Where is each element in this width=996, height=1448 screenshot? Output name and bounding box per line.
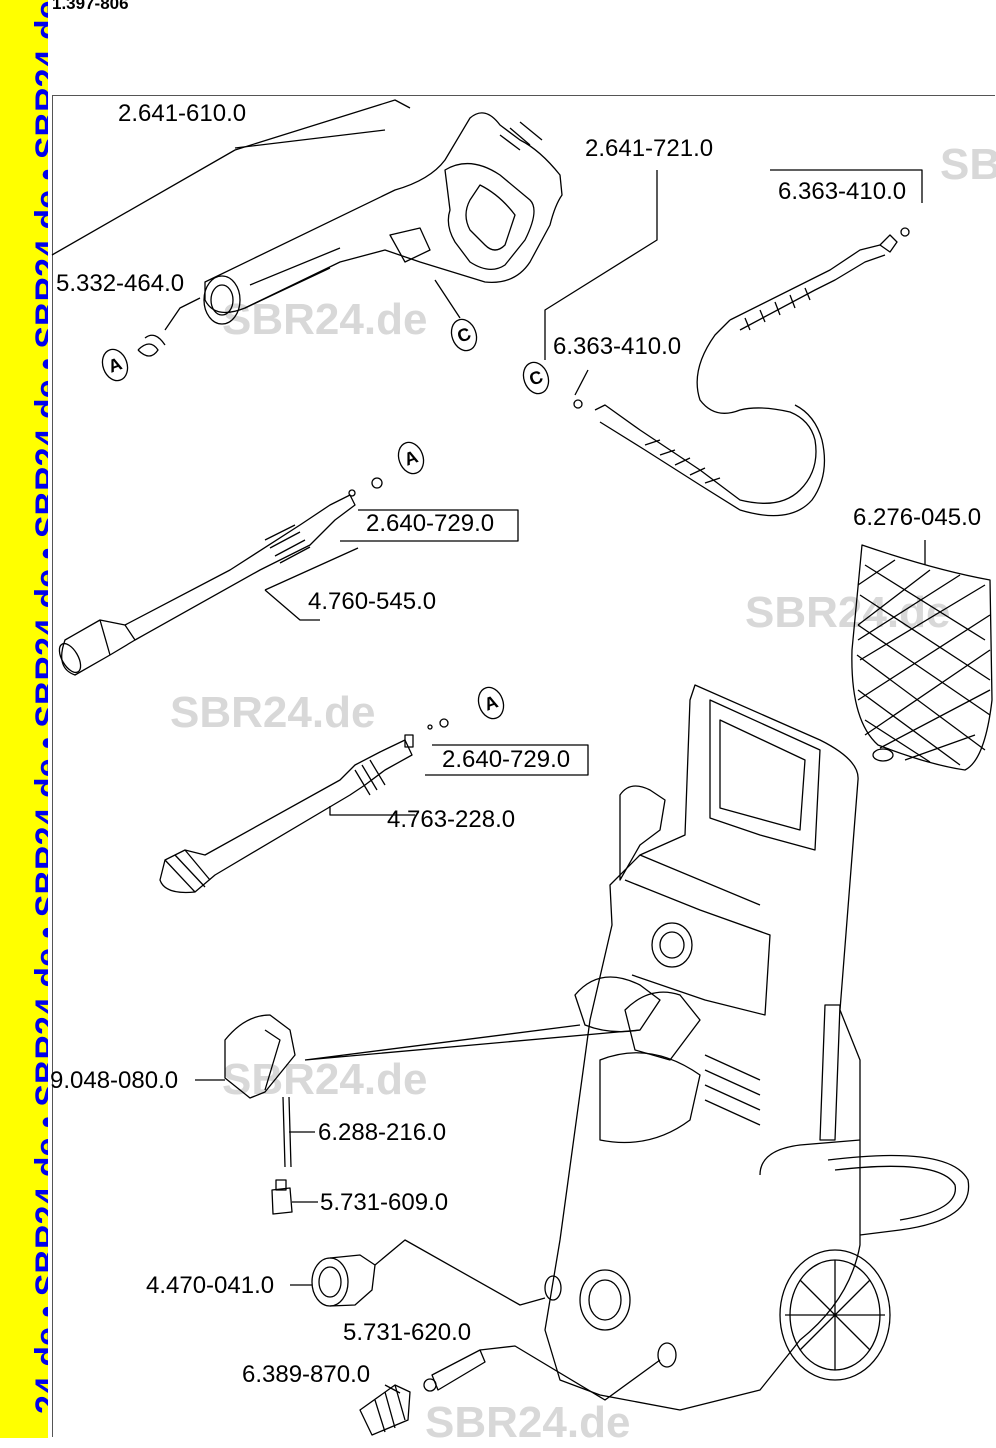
- part-label: 4.470-041.0: [146, 1272, 275, 1299]
- storage-net-drawing: [851, 544, 993, 771]
- watermark: SB: [940, 140, 996, 189]
- part-label: 5.332-464.0: [56, 270, 185, 297]
- small-parts-drawing: [224, 1014, 486, 1436]
- leader-lines: [51, 99, 926, 1401]
- connector-a-marker: A: [477, 686, 505, 720]
- watermark: SBR24.de: [745, 588, 951, 637]
- connector-c-marker: C: [450, 318, 478, 352]
- part-label: 9.048-080.0: [50, 1067, 179, 1094]
- part-label: 2.640-729.0: [442, 746, 571, 773]
- connector-markers: A C C A A: [101, 318, 550, 720]
- part-label: 5.731-609.0: [320, 1189, 449, 1216]
- trigger-gun-drawing: [137, 112, 563, 357]
- sidebar-watermark-strip: 24.de • SBR24.de • SBR24.de • SBR24.de •…: [0, 0, 48, 1438]
- connector-c-marker: C: [522, 361, 550, 395]
- document-id: 1.397-806: [52, 0, 129, 13]
- part-label: 4.760-545.0: [308, 588, 437, 615]
- part-label: 6.363-410.0: [778, 178, 907, 205]
- part-label: 2.641-721.0: [585, 135, 714, 162]
- part-label: 6.276-045.0: [853, 504, 982, 531]
- part-label: 2.641-610.0: [118, 100, 247, 127]
- connector-a-marker: A: [397, 441, 425, 475]
- dirt-blaster-lance-drawing: [159, 718, 449, 894]
- pressure-washer-body-drawing: [544, 684, 970, 1411]
- part-label: 6.288-216.0: [318, 1119, 447, 1146]
- connector-label: C: [454, 323, 473, 346]
- connector-label: A: [105, 353, 124, 376]
- diagram-frame: [52, 95, 995, 1437]
- connector-label: A: [401, 446, 420, 469]
- connector-a-marker: A: [101, 348, 129, 382]
- part-label: 6.363-410.0: [553, 333, 682, 360]
- part-label: 5.731-620.0: [343, 1319, 472, 1346]
- connector-label: C: [526, 366, 545, 389]
- watermark: SBR24.de: [170, 688, 376, 737]
- part-label: 4.763-228.0: [387, 806, 516, 833]
- high-pressure-hose-drawing: [573, 227, 910, 517]
- spray-lance-drawing: [58, 477, 383, 676]
- part-label: 6.389-870.0: [242, 1361, 371, 1388]
- connector-label: A: [481, 691, 500, 714]
- part-label: 2.640-729.0: [366, 510, 495, 537]
